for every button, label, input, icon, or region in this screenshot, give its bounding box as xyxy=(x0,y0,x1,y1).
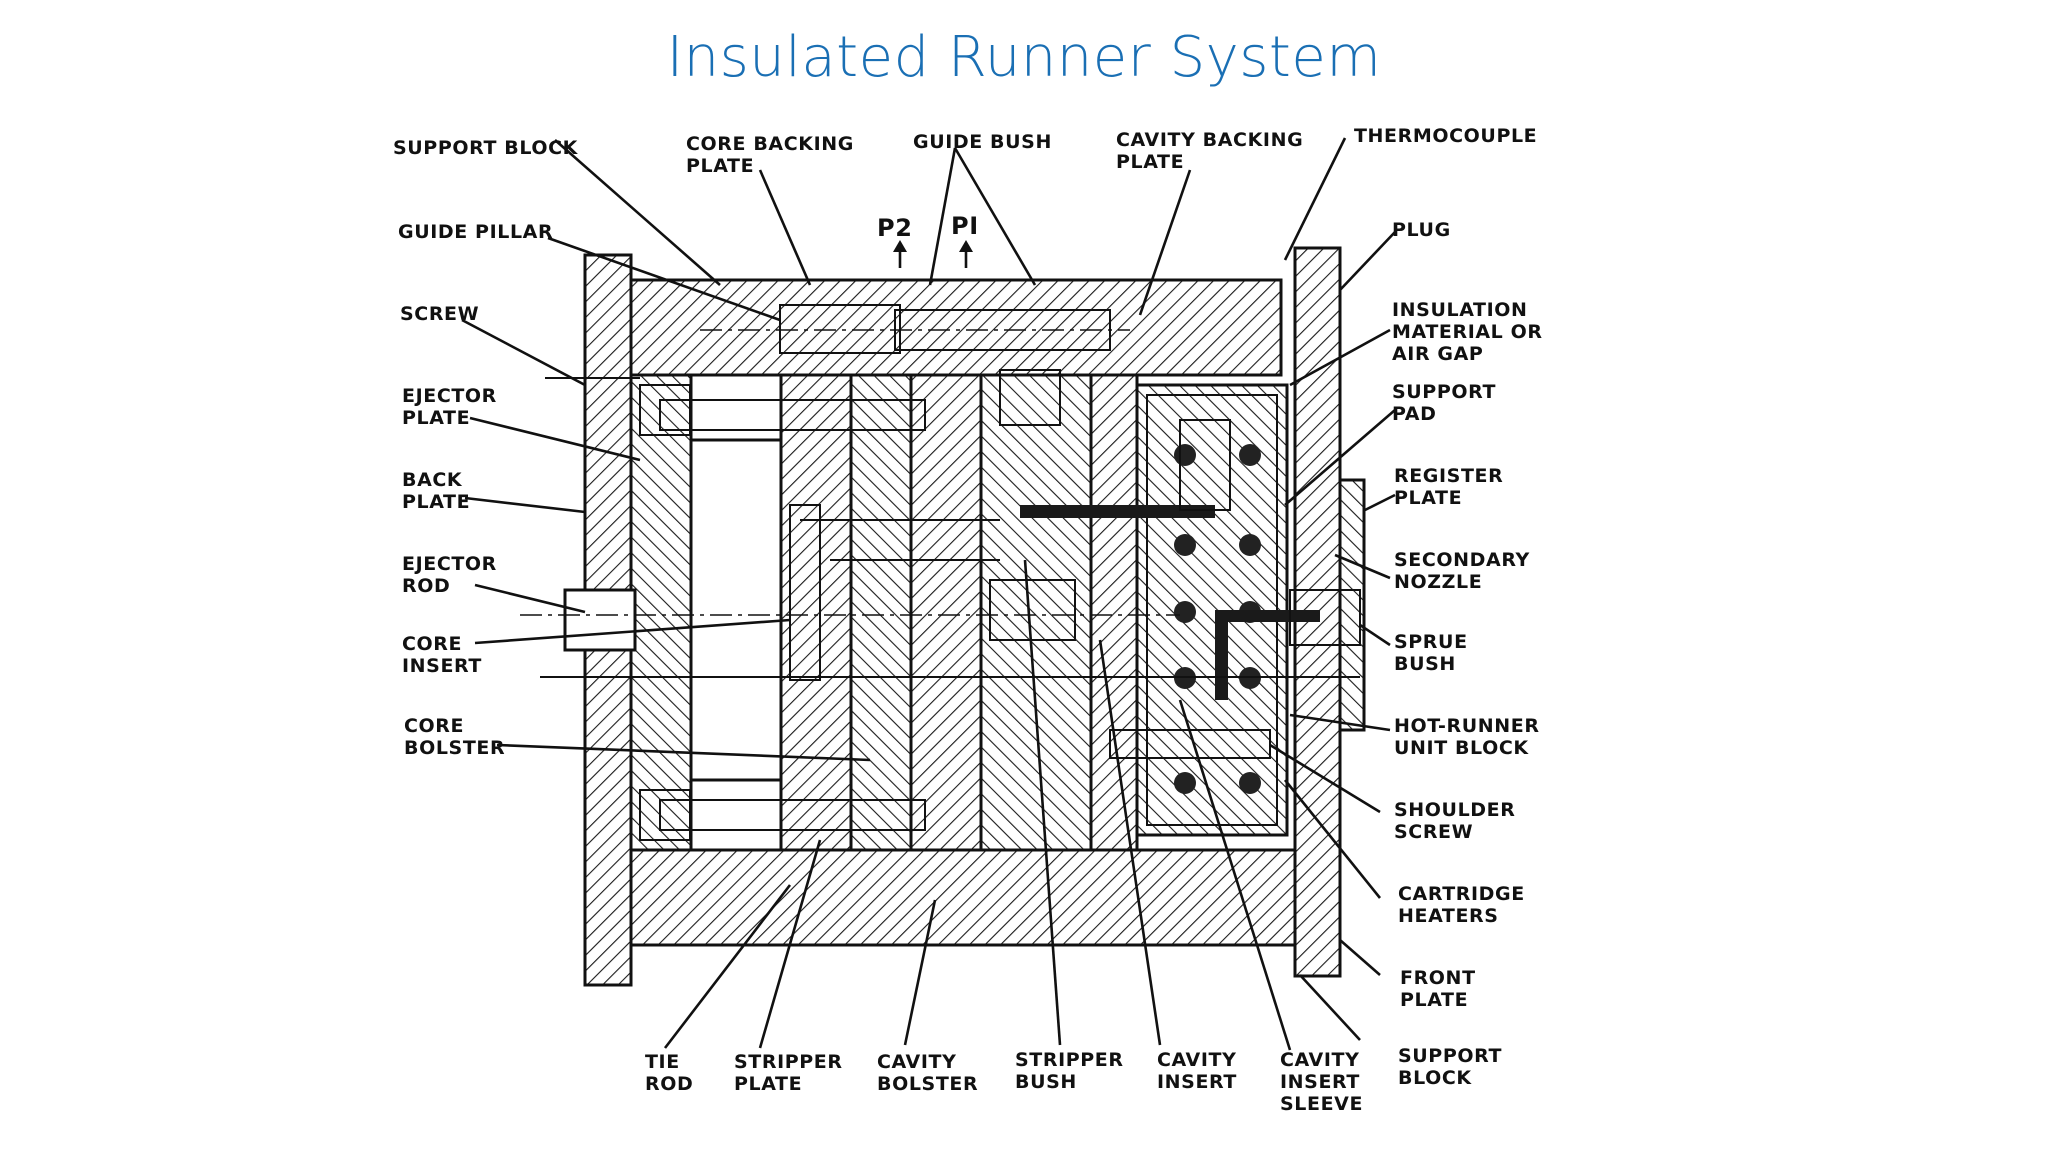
secondary-nozzle-shape xyxy=(1179,419,1231,511)
cavity-insert-shape xyxy=(989,579,1076,641)
label-insulation: INSULATION MATERIAL OR AIR GAP xyxy=(1392,299,1550,365)
ejector-plate-top xyxy=(639,384,691,436)
ejector-rod-shape xyxy=(563,588,637,652)
label-cavity-bolster: CAVITY BOLSTER xyxy=(877,1051,978,1095)
label-cartridge-heaters: CARTRIDGE HEATERS xyxy=(1398,883,1532,927)
screw-bottom-shape xyxy=(659,799,926,831)
mould-drawing xyxy=(520,246,1366,987)
label-core-insert: CORE INSERT xyxy=(402,633,482,677)
ejector-space xyxy=(689,438,783,782)
label-core-backing-plate: CORE BACKING PLATE xyxy=(686,133,861,177)
core-insert-zone xyxy=(979,373,1093,852)
stripper-plate-shape xyxy=(849,373,913,852)
label-guide-bush: GUIDE BUSH xyxy=(913,131,1052,153)
label-thermocouple: THERMOCOUPLE xyxy=(1354,125,1537,147)
label-tie-rod: TIE ROD xyxy=(645,1051,693,1095)
label-secondary-nozzle: SECONDARY NOZZLE xyxy=(1394,549,1537,593)
sprue-bush-shape xyxy=(1289,589,1361,646)
ejector-plate-bottom xyxy=(639,789,691,841)
label-hot-runner-unit-block: HOT-RUNNER UNIT BLOCK xyxy=(1394,715,1547,759)
label-cavity-backing-plate: CAVITY BACKING PLATE xyxy=(1116,129,1311,173)
top-plate-band xyxy=(629,278,1283,377)
label-support-block-bottom: SUPPORT BLOCK xyxy=(1398,1045,1509,1089)
register-plate-shape xyxy=(1338,478,1366,732)
label-support-pad: SUPPORT PAD xyxy=(1392,381,1503,425)
labels: SUPPORT BLOCK CORE BACKING PLATE GUIDE B… xyxy=(393,125,1550,1115)
label-core-bolster: CORE BOLSTER xyxy=(404,715,505,759)
label-front-plate: FRONT PLATE xyxy=(1400,967,1483,1011)
label-ejector-plate: EJECTOR PLATE xyxy=(402,385,504,429)
cavity-bolster-shape xyxy=(909,373,983,852)
label-stripper-bush: STRIPPER BUSH xyxy=(1015,1049,1131,1093)
label-ejector-rod: EJECTOR ROD xyxy=(402,553,504,597)
label-shoulder-screw: SHOULDER SCREW xyxy=(1394,799,1523,843)
cavity-plate-shape xyxy=(1089,373,1139,852)
core-insert-stem xyxy=(789,504,821,681)
support-block-left-top xyxy=(629,373,693,852)
label-back-plate: BACK PLATE xyxy=(402,469,470,513)
label-guide-pillar: GUIDE PILLAR xyxy=(398,221,553,243)
leader-lines xyxy=(461,137,1396,1051)
bottom-plate-band xyxy=(629,848,1297,947)
label-register-plate: REGISTER PLATE xyxy=(1394,465,1511,509)
slide-title: Insulated Runner System xyxy=(666,25,1382,90)
label-sprue-bush: SPRUE BUSH xyxy=(1394,631,1475,675)
label-support-block-top: SUPPORT BLOCK xyxy=(393,137,579,159)
label-p1: PI xyxy=(951,212,979,240)
stripper-bush-shape xyxy=(999,369,1061,426)
screw-top-shape xyxy=(659,399,926,431)
label-p2: P2 xyxy=(877,214,913,242)
label-stripper-plate: STRIPPER PLATE xyxy=(734,1051,850,1095)
label-cavity-insert: CAVITY INSERT xyxy=(1157,1049,1244,1093)
guide-pillar-shape xyxy=(779,304,901,354)
label-screw: SCREW xyxy=(400,303,479,325)
label-cavity-insert-sleeve: CAVITY INSERT SLEEVE xyxy=(1280,1049,1367,1115)
label-plug: PLUG xyxy=(1392,219,1451,241)
core-bolster-shape xyxy=(779,373,853,852)
